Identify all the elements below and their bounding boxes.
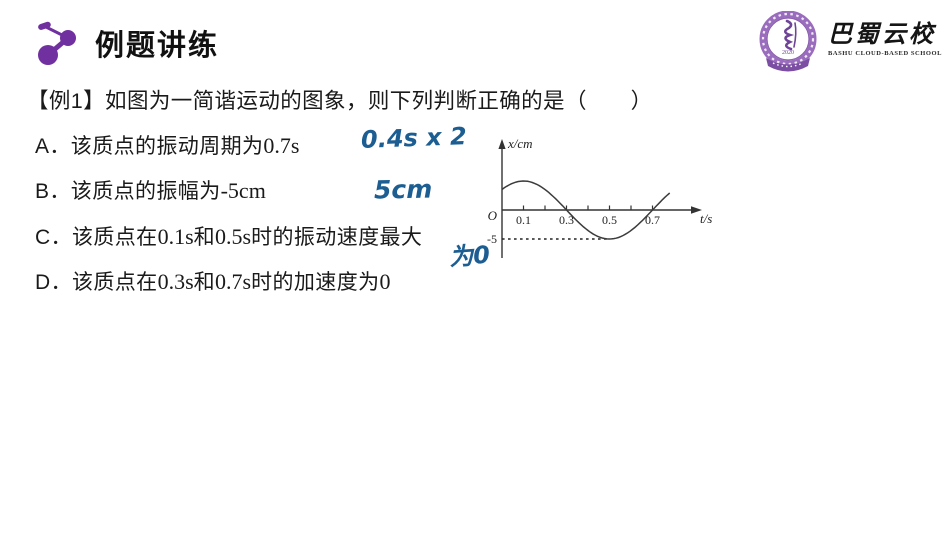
handwritten-amplitude-note: 5cm (373, 174, 433, 205)
share-nodes-icon (38, 21, 76, 65)
y-axis-arrow (498, 139, 506, 149)
x-tick-labels: 0.1 0.3 0.5 0.7 (516, 213, 660, 227)
school-emblem-icon: 2020 (759, 11, 817, 72)
origin-label: O (488, 208, 498, 223)
page-title: 例题讲练 (95, 30, 220, 62)
emblem-year: 2020 (782, 50, 794, 56)
svg-text:0.3: 0.3 (559, 213, 574, 227)
svg-text:0.1: 0.1 (516, 213, 531, 227)
school-name-en: BASHU CLOUD-BASED SCHOOL (828, 50, 942, 58)
x-axis-label: t/s (700, 211, 712, 226)
option-b-text: B．该质点的振幅为 (35, 180, 221, 203)
option-b-value: -5cm (220, 178, 266, 203)
option-c: C．该质点在0.1s和0.5s时的振动速度最大 (35, 224, 423, 249)
question-stem: 【例1】如图为一简谐运动的图象，则下列判断正确的是（ ） (27, 89, 653, 113)
svg-text:0.5: 0.5 (602, 213, 617, 227)
handwritten-period-note: 0.4s x 2 (360, 122, 468, 154)
option-a-value: 0.7s (263, 133, 300, 158)
x-axis-arrow (691, 206, 702, 214)
emblem-calligraphy-glyph (783, 19, 795, 51)
school-logo: 2020 巴蜀云校 BASHU CLOUD-BASED SCHOOL (757, 11, 942, 75)
svg-text:0.7: 0.7 (645, 213, 660, 227)
option-b: B．该质点的振幅为-5cm (35, 175, 266, 205)
emblem-ribbon (766, 58, 810, 72)
option-d: D．该质点在0.3s和0.7s时的加速度为0 (35, 269, 391, 294)
wave-curve (501, 180, 671, 240)
y-tick-label-minus5: -5 (487, 232, 497, 246)
school-name: 巴蜀云校 (828, 19, 936, 48)
option-a: A．该质点的振动周期为0.7s (35, 130, 299, 160)
option-a-text: A．该质点的振动周期为 (35, 135, 264, 158)
motion-graph: x/cm t/s O 0.1 0.3 0.5 0.7 -5 (487, 136, 712, 258)
y-axis-label: x/cm (507, 136, 533, 151)
